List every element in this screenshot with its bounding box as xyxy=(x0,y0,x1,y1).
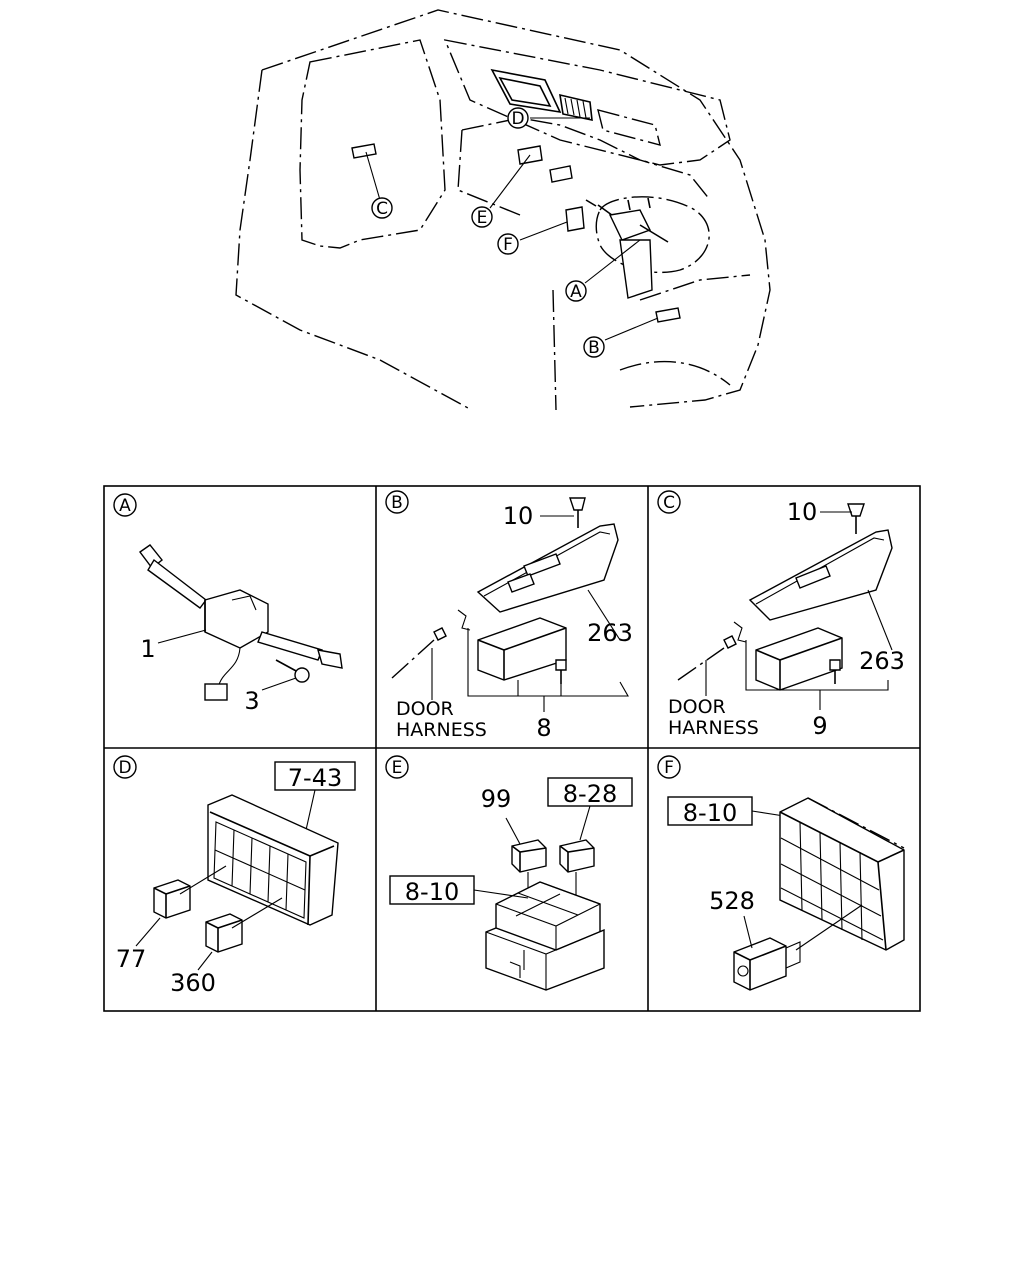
ref-8-28-label: 8-28 xyxy=(563,780,617,808)
part-1-label: 1 xyxy=(140,635,155,663)
callout-d: D xyxy=(507,107,529,129)
door-harness-label-c-2: HARNESS xyxy=(668,717,759,739)
svg-text:B: B xyxy=(588,338,600,358)
ref-8-10-label-f: 8-10 xyxy=(683,799,737,827)
panel-d: D 7-43 77 360 xyxy=(113,755,356,997)
svg-text:C: C xyxy=(376,199,388,219)
switch-grid xyxy=(213,821,307,919)
door-harness-label-b-1: DOOR xyxy=(396,698,454,720)
callout-f: F xyxy=(497,233,519,255)
callout-a: A xyxy=(565,280,587,302)
callout-e: E xyxy=(471,206,493,228)
panel-b-letter: B xyxy=(391,493,403,513)
panel-c-letter: C xyxy=(663,493,675,513)
panel-f-letter: F xyxy=(664,758,674,778)
part-263-label-c: 263 xyxy=(859,647,905,675)
part-360-label: 360 xyxy=(170,969,216,997)
ref-8-28-box xyxy=(547,777,633,807)
part-8-label: 8 xyxy=(536,714,551,742)
ref-8-10-label-e: 8-10 xyxy=(405,878,459,906)
part-10-label-c: 10 xyxy=(787,498,818,526)
detail-grid xyxy=(103,485,921,1012)
part-528-label: 528 xyxy=(709,887,755,915)
panel-f: F 8-10 528 xyxy=(657,755,905,991)
callout-c: C xyxy=(371,197,393,219)
panel-e: E 99 8-28 8-10 xyxy=(385,755,633,991)
vehicle-overview: A B C D E F xyxy=(235,9,771,411)
part-3-label: 3 xyxy=(244,687,259,715)
svg-text:F: F xyxy=(503,235,513,255)
part-99-label: 99 xyxy=(481,785,512,813)
ref-8-10-box-f xyxy=(667,796,753,826)
callout-b: B xyxy=(583,336,605,358)
ref-7-43-label: 7-43 xyxy=(288,764,342,792)
panel-c: C 10 263 9 DOOR HARNESS xyxy=(657,490,905,740)
svg-text:E: E xyxy=(477,208,488,228)
part-9-label: 9 xyxy=(812,712,827,740)
part-263-label-b: 263 xyxy=(587,619,633,647)
panel-a-letter: A xyxy=(119,496,131,516)
panel-b: B 10 263 8 DOOR HARNESS xyxy=(385,490,633,742)
door-harness-label-c-1: DOOR xyxy=(668,696,726,718)
part-10-label-b: 10 xyxy=(503,502,534,530)
panel-a: A 1 3 xyxy=(113,493,343,715)
door-harness-label-b-2: HARNESS xyxy=(396,719,487,741)
svg-text:D: D xyxy=(511,109,524,129)
svg-text:A: A xyxy=(570,282,582,302)
part-77-label: 77 xyxy=(116,945,147,973)
panel-d-letter: D xyxy=(118,758,131,778)
panel-e-letter: E xyxy=(392,758,403,778)
fuse-grid xyxy=(780,821,884,941)
